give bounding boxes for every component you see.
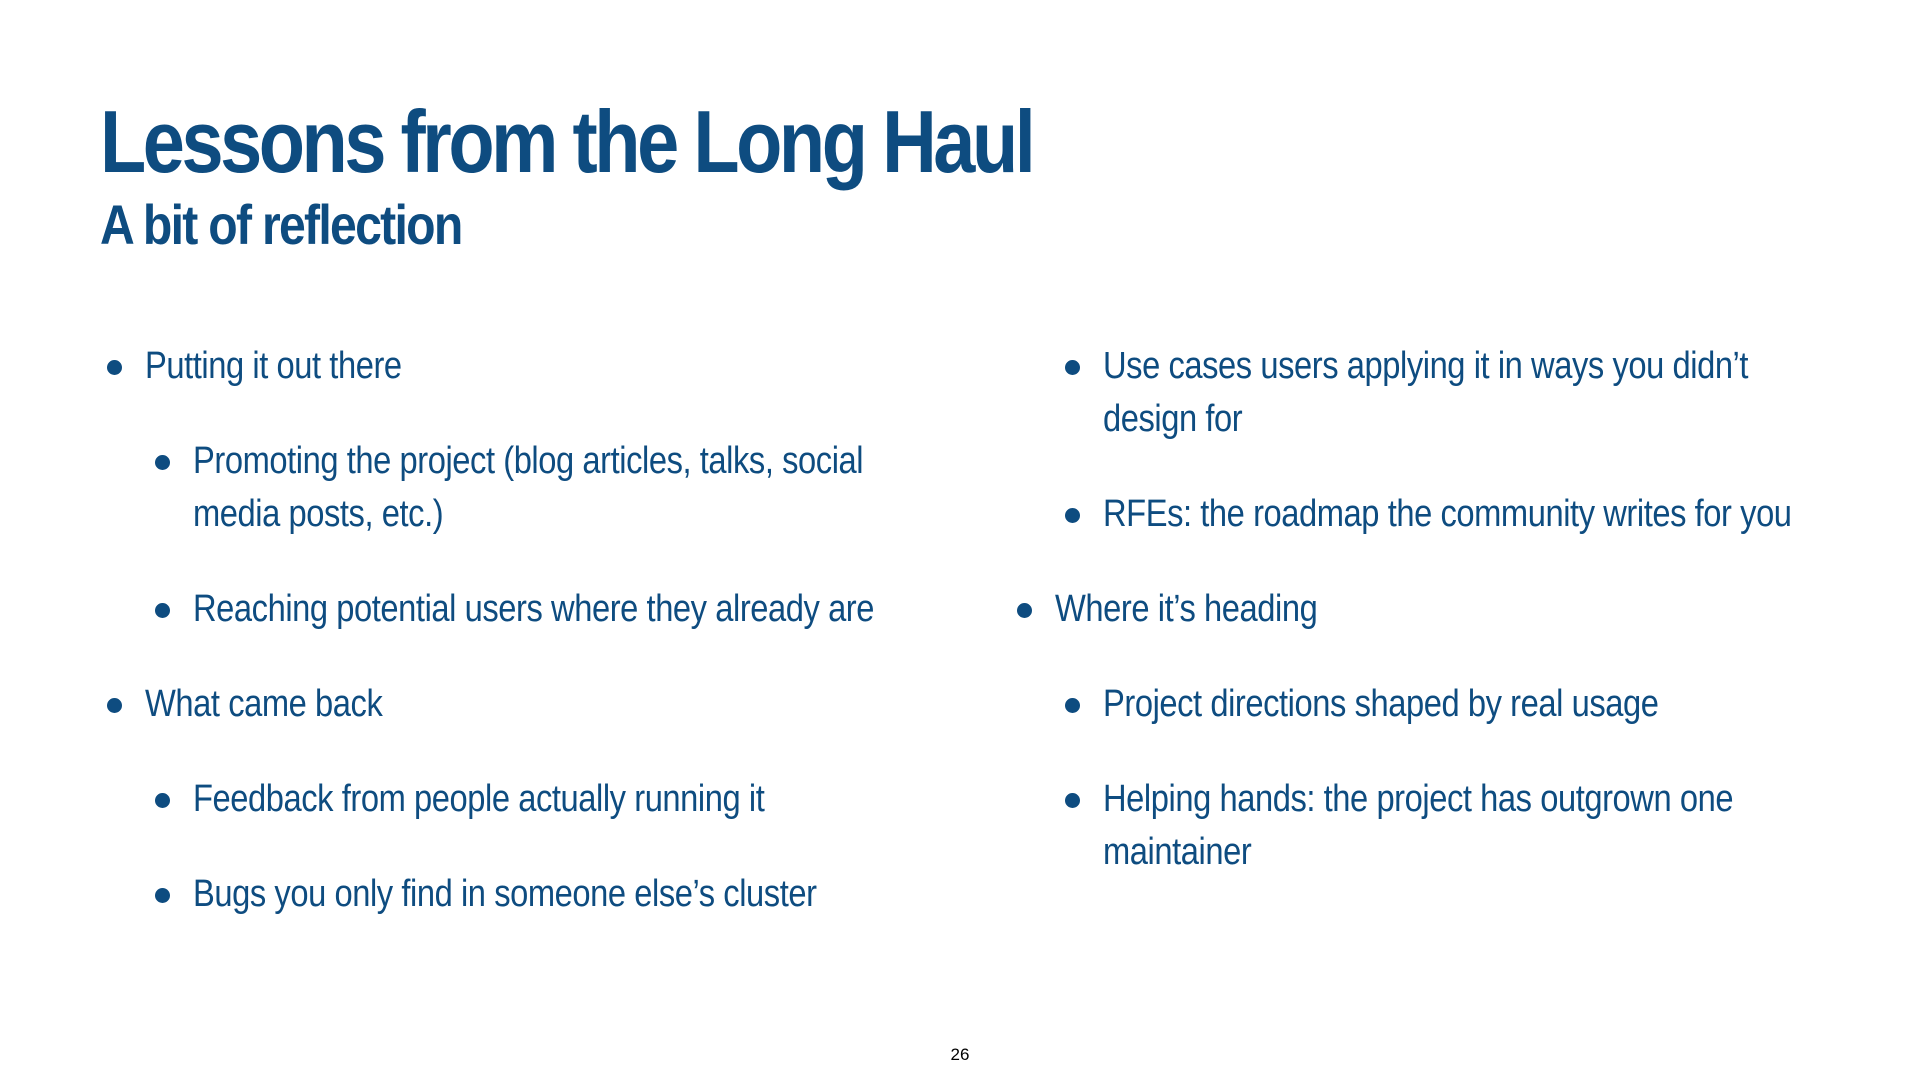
list-item: Bugs you only find in someone else’s clu…: [100, 868, 960, 921]
bullet-icon: [155, 603, 170, 618]
list-item: Putting it out there: [100, 340, 960, 393]
list-item-text: Promoting the project (blog articles, ta…: [193, 440, 864, 535]
list-item: Project directions shaped by real usage: [1010, 678, 1830, 731]
list-item-text: Putting it out there: [145, 345, 402, 387]
list-item: Feedback from people actually running it: [100, 773, 960, 826]
left-bullet-list: Putting it out there Promoting the proje…: [100, 340, 960, 921]
list-item: What came back: [100, 678, 960, 731]
list-item-text: Use cases users applying it in ways you …: [1103, 345, 1749, 440]
list-item: Helping hands: the project has outgrown …: [1010, 773, 1830, 879]
list-item: RFEs: the roadmap the community writes f…: [1010, 488, 1830, 541]
slide-subtitle: A bit of reflection: [100, 193, 463, 256]
bullet-icon: [155, 888, 170, 903]
list-item: Reaching potential users where they alre…: [100, 583, 960, 636]
page-number: 26: [950, 1045, 970, 1064]
list-item-text: RFEs: the roadmap the community writes f…: [1103, 493, 1792, 535]
right-bullet-list: Use cases users applying it in ways you …: [1010, 340, 1830, 879]
bullet-icon: [155, 455, 170, 470]
list-item: Where it’s heading: [1010, 583, 1830, 636]
bullet-icon: [107, 360, 122, 375]
list-item-text: Project directions shaped by real usage: [1103, 683, 1659, 725]
list-item-text: Feedback from people actually running it: [193, 778, 765, 820]
list-item-text: Helping hands: the project has outgrown …: [1103, 778, 1734, 873]
bullet-icon: [155, 793, 170, 808]
bullet-icon: [107, 698, 122, 713]
bullet-icon: [1065, 360, 1080, 375]
slide-title: Lessons from the Long Haul: [100, 92, 1036, 191]
bullet-icon: [1065, 508, 1080, 523]
list-item: Use cases users applying it in ways you …: [1010, 340, 1830, 446]
bullet-icon: [1065, 793, 1080, 808]
bullet-icon: [1065, 698, 1080, 713]
list-item-text: What came back: [145, 683, 383, 725]
bullet-icon: [1017, 603, 1032, 618]
list-item-text: Bugs you only find in someone else’s clu…: [193, 873, 817, 915]
list-item: Promoting the project (blog articles, ta…: [100, 435, 960, 541]
list-item-text: Reaching potential users where they alre…: [193, 588, 875, 630]
list-item-text: Where it’s heading: [1055, 588, 1318, 630]
